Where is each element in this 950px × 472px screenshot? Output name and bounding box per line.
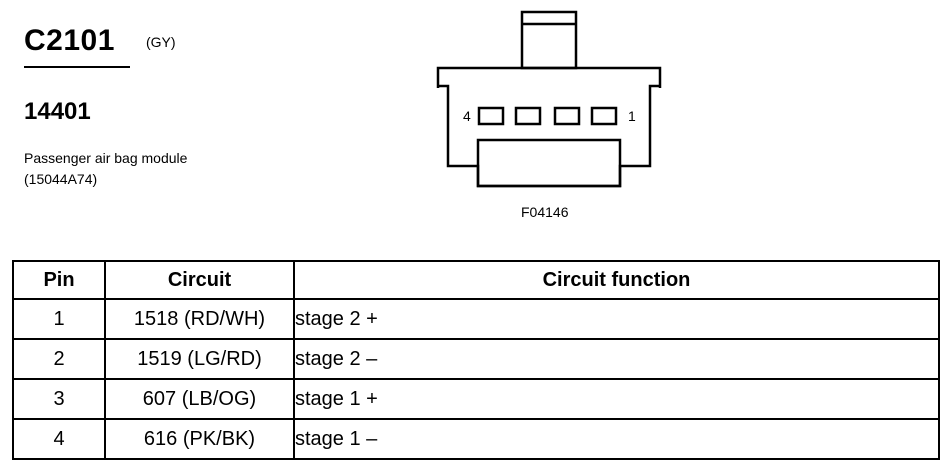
table-row: 3 607 (LB/OG) stage 1 + bbox=[12, 378, 940, 420]
header-circuit: Circuit bbox=[104, 260, 295, 300]
pin-label-right: 1 bbox=[628, 108, 636, 124]
table-row: 1 1518 (RD/WH) stage 2 + bbox=[12, 298, 940, 340]
connector-id-underline bbox=[24, 66, 130, 68]
function-cell: stage 1 – bbox=[293, 418, 940, 460]
connector-top-rim bbox=[436, 66, 662, 88]
component-description: Passenger air bag module bbox=[24, 150, 188, 166]
pin-cell: 3 bbox=[12, 378, 106, 420]
figure-code: F04146 bbox=[521, 204, 569, 220]
connector-lower-housing bbox=[476, 138, 622, 188]
header-circuit-function: Circuit function bbox=[293, 260, 940, 300]
function-cell: stage 2 + bbox=[293, 298, 940, 340]
pin-table: Pin Circuit Circuit function 1 1518 (RD/… bbox=[12, 260, 940, 460]
pin-cell: 2 bbox=[12, 338, 106, 380]
pin-label-left: 4 bbox=[463, 108, 471, 124]
circuit-cell: 607 (LB/OG) bbox=[104, 378, 295, 420]
component-part-code: (15044A74) bbox=[24, 171, 98, 187]
connector-color: (GY) bbox=[146, 34, 176, 50]
pin-cavity-4 bbox=[477, 106, 505, 126]
header-pin: Pin bbox=[12, 260, 106, 300]
connector-body-outline bbox=[438, 84, 660, 188]
circuit-cell: 616 (PK/BK) bbox=[104, 418, 295, 460]
connector-latch bbox=[520, 10, 578, 70]
table-row: 4 616 (PK/BK) stage 1 – bbox=[12, 418, 940, 460]
connector-face-diagram: 4 1 bbox=[436, 10, 662, 188]
function-cell: stage 1 + bbox=[293, 378, 940, 420]
pin-cavity-2 bbox=[553, 106, 581, 126]
connector-id: C2101 bbox=[24, 24, 115, 57]
circuit-cell: 1519 (LG/RD) bbox=[104, 338, 295, 380]
pin-cavity-1 bbox=[590, 106, 618, 126]
table-row: 2 1519 (LG/RD) stage 2 – bbox=[12, 338, 940, 380]
pin-cell: 4 bbox=[12, 418, 106, 460]
table-header-row: Pin Circuit Circuit function bbox=[12, 260, 940, 300]
pin-cell: 1 bbox=[12, 298, 106, 340]
part-number: 14401 bbox=[24, 98, 91, 125]
function-cell: stage 2 – bbox=[293, 338, 940, 380]
circuit-cell: 1518 (RD/WH) bbox=[104, 298, 295, 340]
pin-cavity-3 bbox=[514, 106, 542, 126]
